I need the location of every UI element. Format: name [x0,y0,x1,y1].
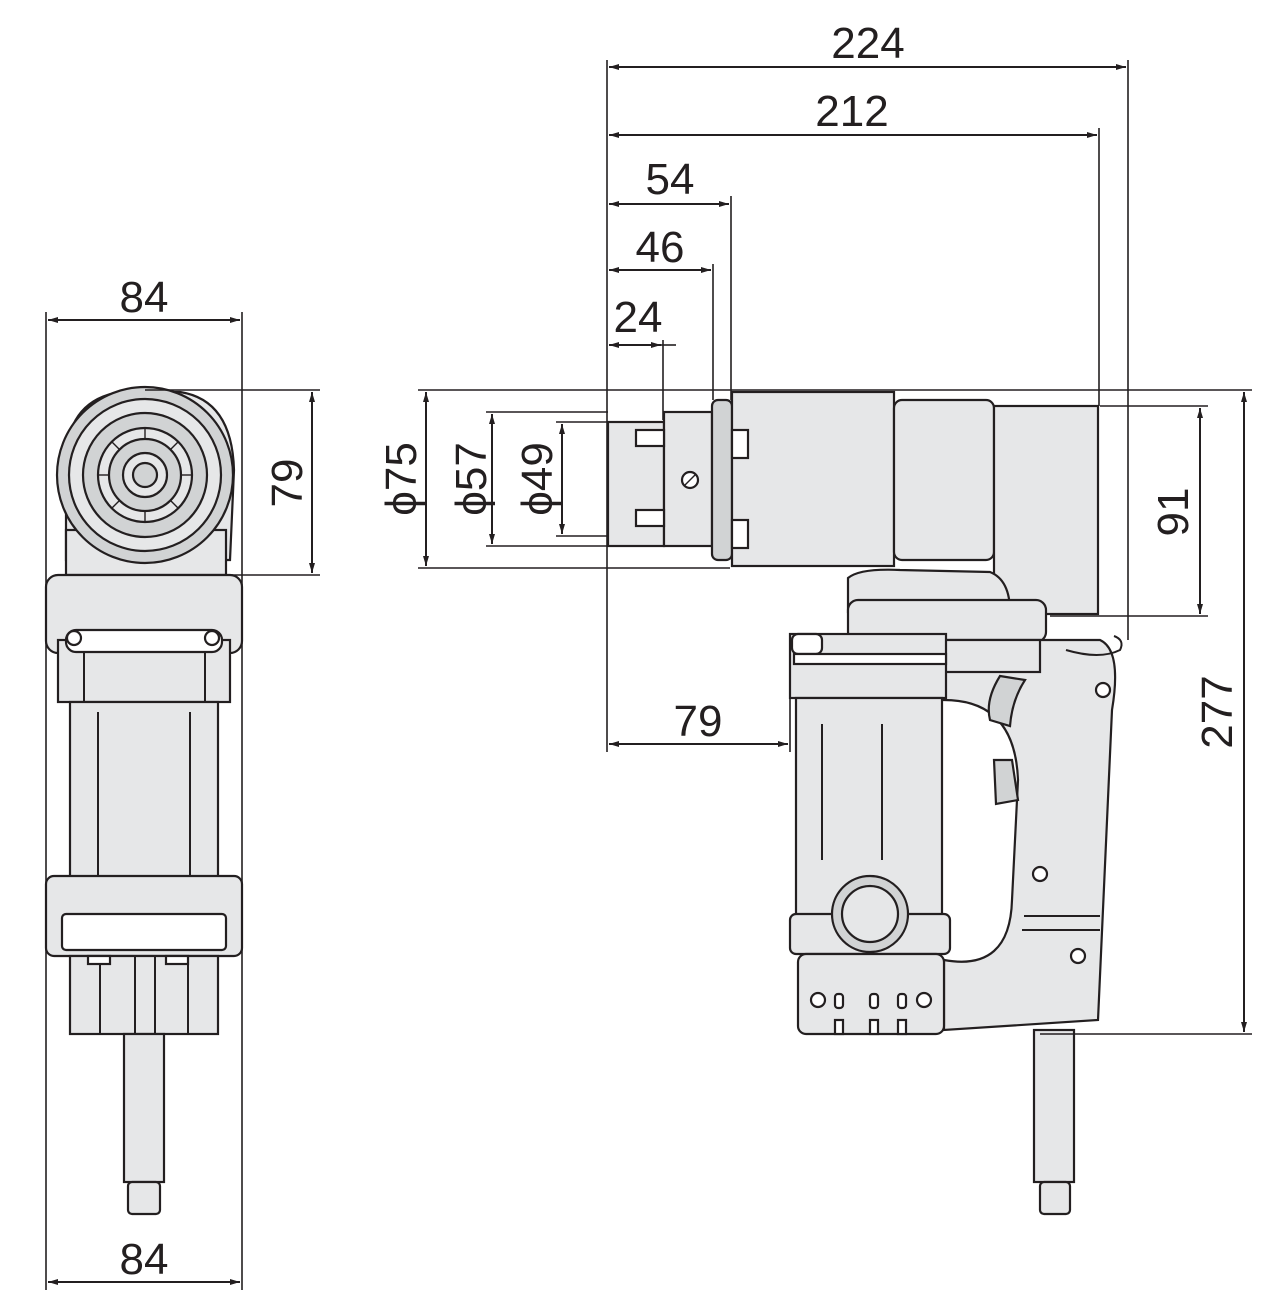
diameter-49-label: ϕ49 [513,442,562,516]
front-height-label: 79 [263,459,312,508]
dim-79-side: 79 [609,697,788,747]
length-24-label: 24 [614,293,663,342]
length-46-label: 46 [636,223,685,272]
dim-224: 224 [609,19,1126,70]
diameter-75-label: ϕ75 [377,442,426,516]
side-view [606,390,1123,1216]
overall-height-label: 277 [1193,675,1242,748]
dim-46: 46 [609,223,711,273]
dim-54: 54 [609,155,729,207]
offset-79-label: 79 [674,697,723,746]
socket-teeth [98,428,192,522]
overall-length-label: 224 [831,19,904,68]
dim-277: 277 [1193,392,1247,1032]
front-width-top-label: 84 [120,273,169,322]
dim-phi57: ϕ57 [447,414,496,544]
front-dim-84-bottom: 84 [48,1235,240,1285]
dim-24: 24 [609,293,676,348]
front-dim-84-top: 84 [45,273,243,1290]
dim-phi49: ϕ49 [513,424,565,534]
front-view [44,385,244,1216]
dim-212: 212 [609,87,1097,138]
length-54-label: 54 [646,155,695,204]
diameter-57-label: ϕ57 [447,442,496,516]
dim-91: 91 [1149,408,1203,614]
front-dim-79: 79 [145,389,320,576]
side-dimensions [418,60,1252,1035]
front-width-bottom-label: 84 [120,1235,169,1284]
height-91-label: 91 [1149,488,1198,537]
dim-phi75: ϕ75 [377,392,429,566]
length-212-label: 212 [815,87,888,136]
